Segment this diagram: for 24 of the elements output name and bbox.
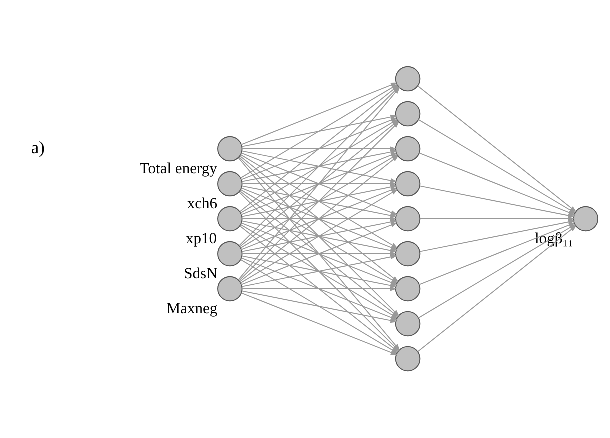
node-circle (218, 136, 243, 162)
node-circle (395, 346, 421, 372)
node-circle (395, 171, 421, 197)
node-label: Maxneg (166, 300, 218, 318)
arrow (420, 216, 575, 222)
node-circle (395, 241, 421, 267)
node-circle (218, 276, 243, 302)
node-circle (573, 206, 599, 232)
node-label: xp10 (186, 230, 218, 248)
node-circle (218, 171, 243, 197)
node-circle (395, 101, 421, 127)
node-label: logβ₁₁ (534, 230, 574, 248)
node-circle (395, 311, 421, 337)
node-circle (395, 136, 421, 162)
node-circle (395, 66, 421, 92)
node-circle (218, 241, 243, 267)
arrow (242, 286, 398, 292)
node-label: xch6 (187, 196, 218, 213)
node-circle (395, 276, 421, 302)
node-label: Total energy (140, 160, 218, 178)
label: a) (31, 137, 45, 158)
node-label: SdsN (184, 266, 218, 283)
node-circle (218, 206, 243, 232)
node-circle (395, 206, 421, 232)
